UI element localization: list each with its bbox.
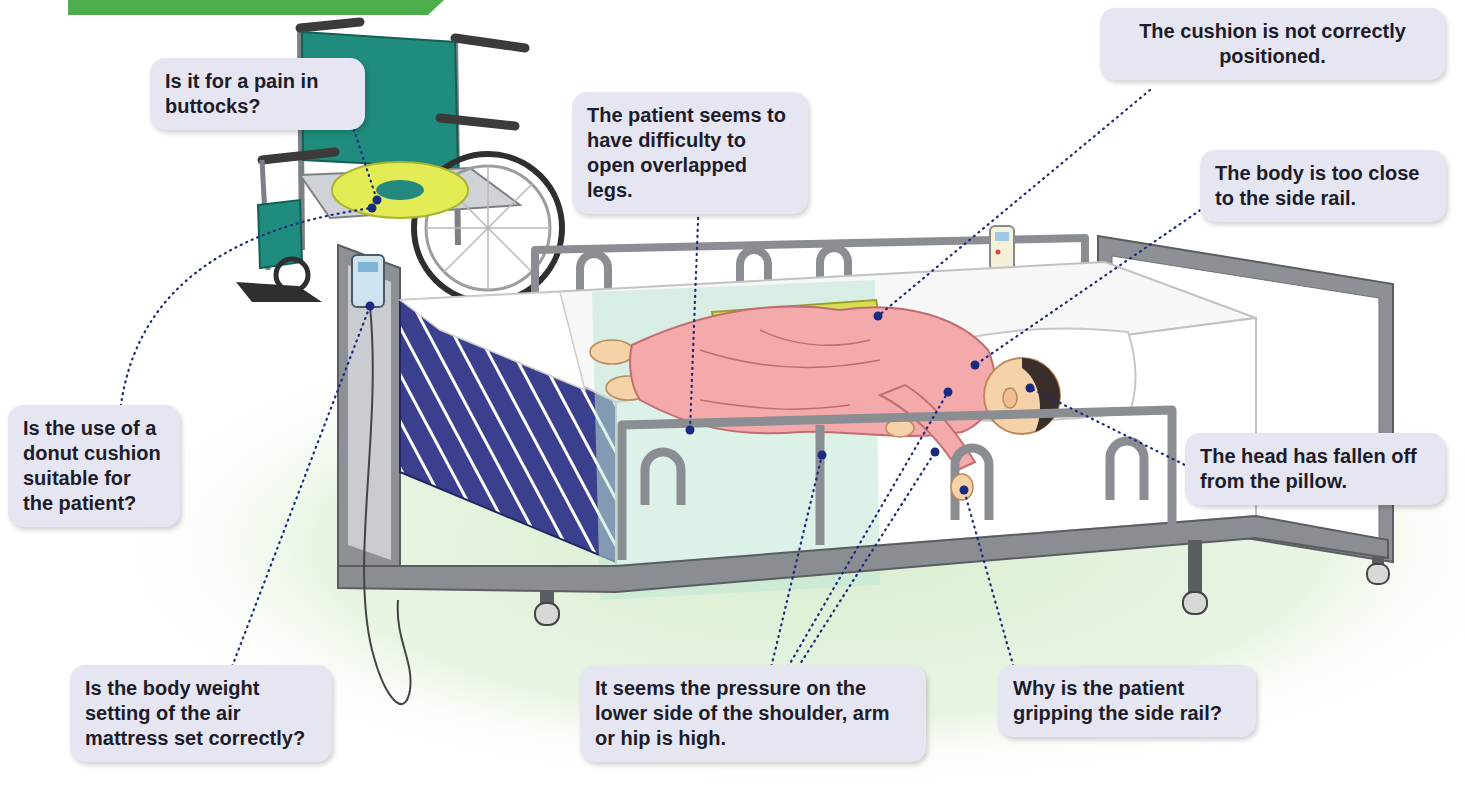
leader-line [964,490,1015,672]
leader-dot [686,426,695,435]
callout-text: The patient seems to have difficulty to … [587,103,793,203]
leader-line [878,90,1150,316]
leader-dots [366,196,1035,495]
chair-armrest [262,152,335,160]
leader-dot [931,448,940,457]
patient-head [984,358,1060,434]
donut-hole [376,180,424,200]
caster-stem [1188,540,1202,595]
callout-text: The cushion is not correctly positioned. [1115,19,1430,69]
leader-line [975,200,1215,365]
leader-lines [120,90,1215,672]
footboard-panel [348,265,391,560]
leader-dot [1026,384,1035,393]
callout-bubble: The patient seems to have difficulty to … [572,92,808,214]
footboard [338,245,400,588]
patient-hair [1022,358,1060,432]
chair-handle [455,38,525,48]
bed-remote [990,226,1014,270]
pump-display [358,262,378,272]
leader-dot [874,312,883,321]
chair-handle [300,22,360,28]
callout-bubble: Why is the patient gripping the side rai… [998,665,1256,737]
chair-armrest [440,118,515,126]
remote-button [996,250,1001,255]
donut-cushion [332,162,468,218]
front-side-rail [622,410,1172,560]
callout-text: It seems the pressure on the lower side … [595,676,911,751]
callout-bubble: It seems the pressure on the lower side … [580,665,926,762]
bed-wheel [1367,564,1389,584]
callout-text: Why is the patient gripping the side rai… [1013,676,1241,726]
leader-dot [366,302,375,311]
rail-bar [622,410,1172,560]
leader-dot [944,388,953,397]
rail-arch [645,452,681,505]
callout-text: Is it for a pain in buttocks? [165,69,350,119]
leader-line [795,452,935,672]
callout-bubble: The body is too close to the side rail. [1200,150,1446,222]
leader-line [770,455,822,672]
bed-base [338,516,1388,592]
leader-dot [373,196,382,205]
callout-bubble: The cushion is not correctly positioned. [1100,8,1445,80]
gown-folds [700,330,880,409]
pump-cable [364,306,410,704]
leader-line [350,118,377,200]
remote-screen [995,232,1009,241]
rail-arch [1110,441,1144,500]
leader-line [1030,388,1195,470]
callout-text: Is the use of a donut cushion suitable f… [23,416,165,516]
callout-text: The body is too close to the side rail. [1215,161,1431,211]
rail-post [816,425,825,545]
leader-dot [818,451,827,460]
green-arrow-banner [68,0,444,15]
bed-wheel [1183,592,1207,614]
gripping-hand [951,474,973,500]
callout-text: Is the body weight setting of the air ma… [85,676,317,751]
chair-caster [276,259,308,291]
leader-line [785,392,948,672]
bed-wheel [535,603,559,625]
callout-bubble: Is it for a pain in buttocks? [150,58,365,130]
leader-dot [960,486,969,495]
callout-text: The head has fallen off from the pillow. [1200,444,1430,494]
leader-line [230,306,370,672]
callout-bubble: The head has fallen off from the pillow. [1185,433,1445,505]
callout-bubble: Is the use of a donut cushion suitable f… [8,405,180,527]
patient-foot [590,340,634,364]
patient-ear [1003,388,1017,408]
callout-bubble: Is the body weight setting of the air ma… [70,665,332,762]
patient [590,306,1060,470]
air-pump [352,255,384,307]
leader-dot [368,204,377,213]
leader-line [120,208,372,412]
blanket [400,292,585,390]
leader-dot [971,361,980,370]
